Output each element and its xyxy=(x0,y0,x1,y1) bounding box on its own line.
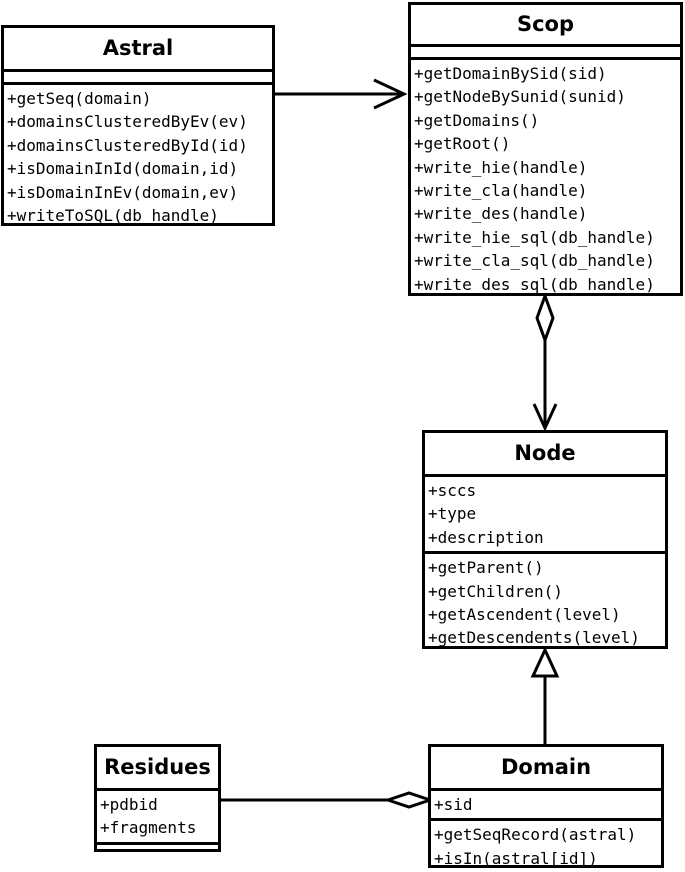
method: +writeToSQL(db_handle) xyxy=(7,206,219,226)
attribute: +pdbid xyxy=(100,795,158,814)
method: +domainsClusteredById(id) xyxy=(7,135,248,155)
method: +getSeq(domain) xyxy=(7,89,152,108)
method: +getSeqRecord(astral) xyxy=(434,825,637,845)
domain-class-box[interactable]: Domain +sid +getSeqRecord(astral) +isIn(… xyxy=(428,744,664,868)
method: +getNodeBySunid(sunid) xyxy=(414,87,626,107)
method: +getRoot() xyxy=(414,134,511,154)
node-open-arrowhead xyxy=(532,403,558,432)
method: +domainsClusteredByEv(ev) xyxy=(7,112,248,132)
attribute: +description xyxy=(428,527,544,547)
attribute: +type xyxy=(428,504,477,524)
domain-attributes-section: +sid xyxy=(431,791,661,818)
method: +write_hie_sql(db_handle) xyxy=(414,227,655,247)
domain-methods-section: +getSeqRecord(astral) +isIn(astral[id]) xyxy=(431,818,661,872)
method: +getParent() xyxy=(428,558,544,578)
astral-class-box[interactable]: Astral +getSeq(domain) +domainsClustered… xyxy=(1,25,275,226)
residues-methods-section xyxy=(97,841,218,852)
method: +getDescendents(level) xyxy=(428,628,640,648)
method: +write_hie(handle) xyxy=(414,157,588,177)
generalization-triangle xyxy=(530,646,560,678)
astral-attributes-section xyxy=(4,72,272,82)
astral-scop-open-arrowhead xyxy=(373,78,408,110)
method: +getAscendent(level) xyxy=(428,605,621,625)
residues-class-box[interactable]: Residues +pdbid +fragments xyxy=(94,744,221,852)
method: +write_cla_sql(db_handle) xyxy=(414,251,655,271)
scop-attributes-section xyxy=(411,47,680,57)
method: +getChildren() xyxy=(428,581,563,601)
node-attributes-section: +sccs +type +description xyxy=(425,477,665,551)
domain-aggregation-diamond xyxy=(383,791,435,809)
node-class-box[interactable]: Node +sccs +type +description +getParent… xyxy=(422,430,668,649)
method: +getDomains() xyxy=(414,110,540,130)
method: +write_des(handle) xyxy=(414,204,588,224)
astral-methods-section: +getSeq(domain) +domainsClusteredByEv(ev… xyxy=(4,82,272,229)
residues-class-name: Residues xyxy=(97,747,218,791)
astral-class-name: Astral xyxy=(4,28,272,72)
scop-aggregation-diamond xyxy=(535,291,555,345)
method: +isIn(astral[id]) xyxy=(434,848,598,868)
method: +getDomainBySid(sid) xyxy=(414,64,607,83)
domain-class-name: Domain xyxy=(431,747,661,791)
attribute: +sccs xyxy=(428,481,477,500)
node-methods-section: +getParent() +getChildren() +getAscenden… xyxy=(425,551,665,652)
scop-class-name: Scop xyxy=(411,5,680,47)
node-class-name: Node xyxy=(425,433,665,477)
residues-attributes-section: +pdbid +fragments xyxy=(97,791,218,842)
attribute: +sid xyxy=(434,795,473,814)
method: +write_des_sql(db_handle) xyxy=(414,274,655,294)
scop-methods-section: +getDomainBySid(sid) +getNodeBySunid(sun… xyxy=(411,57,680,298)
method: +isDomainInEv(domain,ev) xyxy=(7,182,239,202)
attribute: +fragments xyxy=(100,818,197,838)
method: +isDomainInId(domain,id) xyxy=(7,159,239,179)
method: +write_cla(handle) xyxy=(414,181,588,201)
scop-class-box[interactable]: Scop +getDomainBySid(sid) +getNodeBySuni… xyxy=(408,2,683,296)
